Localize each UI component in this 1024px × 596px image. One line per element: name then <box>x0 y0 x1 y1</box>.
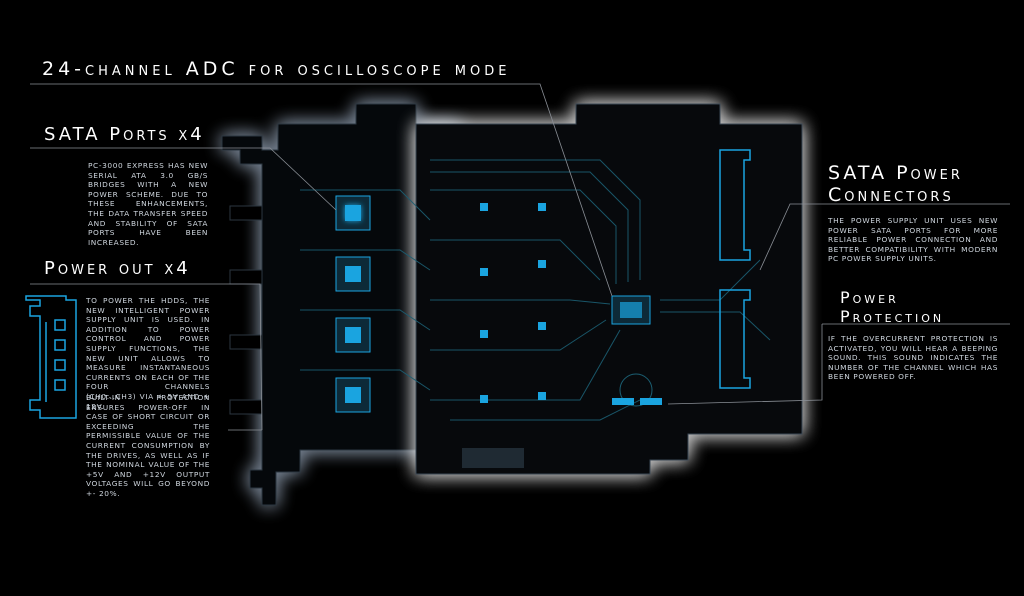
front-board <box>415 103 803 475</box>
sata-ports-heading: SATA Ports x4 <box>44 124 205 145</box>
sata-power-description: The power supply unit uses new power SAT… <box>828 216 998 264</box>
adc-heading: 24-channel ADC for oscilloscope mode <box>42 58 511 80</box>
small-components <box>480 203 546 403</box>
sata-power-heading: SATA Power Connectors <box>828 162 963 206</box>
power-out-heading: Power out x4 <box>44 258 191 279</box>
power-protection-heading: Power Protection <box>840 288 945 326</box>
adc-chip <box>611 295 651 325</box>
sata-power-connectors <box>719 149 751 389</box>
power-out-connector-icon <box>25 295 77 419</box>
power-protection-description: If the overcurrent protection is activat… <box>828 334 998 382</box>
protection-components <box>612 373 662 407</box>
leader-lines <box>30 83 1010 431</box>
bracket-teeth <box>229 205 263 415</box>
pcb-traces <box>300 159 771 421</box>
edge-connector <box>462 448 524 468</box>
power-out-description: To power the HDDs, the new intelligent p… <box>86 296 210 411</box>
power-out-protection-description: Built-in protection ensures power-off in… <box>86 393 210 498</box>
sata-ports-description: PC-3000 Express has new Serial ATA 3.0 G… <box>88 161 208 247</box>
sata-bridge-chips <box>335 195 371 413</box>
back-card <box>221 103 461 506</box>
